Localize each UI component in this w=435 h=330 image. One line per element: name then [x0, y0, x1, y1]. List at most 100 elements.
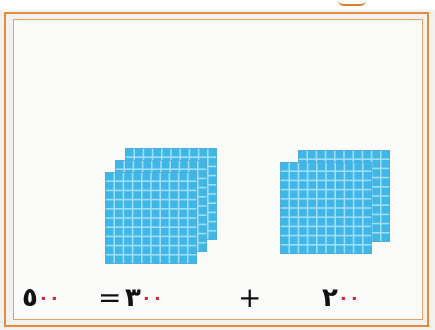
unit-cube: [189, 173, 197, 181]
unit-cube: [133, 200, 141, 208]
unit-cube: [124, 219, 132, 227]
unit-cube: [345, 163, 353, 171]
unit-cube: [161, 173, 169, 181]
unit-cube: [364, 218, 372, 226]
unit-cube: [308, 236, 316, 244]
unit-cube: [179, 237, 187, 245]
unit-cube: [144, 149, 152, 157]
unit-cube: [299, 236, 307, 244]
unit-cube: [372, 206, 380, 214]
unit-cube: [281, 227, 289, 235]
unit-cube: [179, 256, 187, 264]
unit-cube: [290, 181, 298, 189]
unit-cube: [170, 246, 178, 254]
unit-cube: [354, 218, 362, 226]
unit-cube: [170, 182, 178, 190]
plus-sign: +: [238, 280, 261, 316]
unit-cube: [115, 210, 123, 218]
unit-cube: [345, 227, 353, 235]
unit-cube: [318, 227, 326, 235]
unit-cube: [354, 246, 362, 254]
unit-cube: [171, 161, 179, 169]
unit-cube: [382, 197, 390, 205]
unit-cube: [179, 191, 187, 199]
unit-cube: [115, 219, 123, 227]
unit-cube: [290, 190, 298, 198]
unit-cube: [115, 182, 123, 190]
unit-cube: [115, 256, 123, 264]
unit-cube: [382, 188, 390, 196]
page-top-strip: [0, 0, 435, 10]
unit-cube: [115, 228, 123, 236]
unit-cube: [189, 237, 197, 245]
unit-cube: [152, 191, 160, 199]
unit-cube: [143, 228, 151, 236]
equals-sign: =: [98, 280, 121, 316]
unit-cube: [336, 227, 344, 235]
unit-cube: [170, 173, 178, 181]
unit-cube: [133, 256, 141, 264]
unit-cube: [209, 222, 217, 230]
unit-cube: [106, 246, 114, 254]
unit-cube: [143, 173, 151, 181]
unit-cube: [372, 151, 380, 159]
unit-cube: [209, 186, 217, 194]
unit-cube: [199, 149, 207, 157]
unit-cube: [290, 163, 298, 171]
unit-cube: [133, 210, 141, 218]
unit-cube: [209, 176, 217, 184]
unit-cube: [124, 173, 132, 181]
unit-cube: [364, 236, 372, 244]
unit-cube: [290, 172, 298, 180]
unit-cube: [364, 181, 372, 189]
unit-cube: [290, 227, 298, 235]
unit-cube: [179, 246, 187, 254]
unit-cube: [382, 178, 390, 186]
unit-cube: [382, 224, 390, 232]
unit-cube: [290, 200, 298, 208]
unit-cube: [345, 172, 353, 180]
unit-cube: [170, 256, 178, 264]
unit-cube: [209, 195, 217, 203]
unit-cube: [382, 151, 390, 159]
unit-cube: [199, 198, 207, 206]
unit-cube: [209, 213, 217, 221]
unit-cube: [199, 244, 207, 252]
unit-cube: [354, 163, 362, 171]
unit-cube: [170, 210, 178, 218]
unit-cube: [199, 225, 207, 233]
unit-cube: [161, 246, 169, 254]
unit-cube: [382, 215, 390, 223]
unit-cube: [189, 219, 197, 227]
unit-cube: [327, 163, 335, 171]
unit-cube: [189, 191, 197, 199]
unit-cube: [181, 149, 189, 157]
unit-cube: [281, 163, 289, 171]
unit-cube: [364, 163, 372, 171]
unit-cube: [124, 246, 132, 254]
unit-cube: [115, 173, 123, 181]
unit-cube: [115, 246, 123, 254]
unit-cube: [163, 149, 171, 157]
second-addend: ٢٠٠: [322, 280, 360, 317]
unit-cube: [299, 190, 307, 198]
unit-cube: [318, 236, 326, 244]
unit-cube: [345, 151, 353, 159]
hundreds-blocks-three: [105, 148, 225, 273]
unit-cube: [143, 210, 151, 218]
unit-cube: [299, 209, 307, 217]
unit-cube: [317, 151, 325, 159]
unit-cube: [281, 246, 289, 254]
unit-cube: [106, 237, 114, 245]
unit-cube: [382, 206, 390, 214]
unit-cube: [354, 172, 362, 180]
unit-cube: [326, 151, 334, 159]
unit-cube: [162, 161, 170, 169]
unit-cube: [161, 191, 169, 199]
unit-cube: [124, 237, 132, 245]
unit-cube: [106, 182, 114, 190]
unit-cube: [179, 200, 187, 208]
unit-cube: [179, 228, 187, 236]
unit-cube: [153, 149, 161, 157]
unit-cube: [135, 149, 143, 157]
